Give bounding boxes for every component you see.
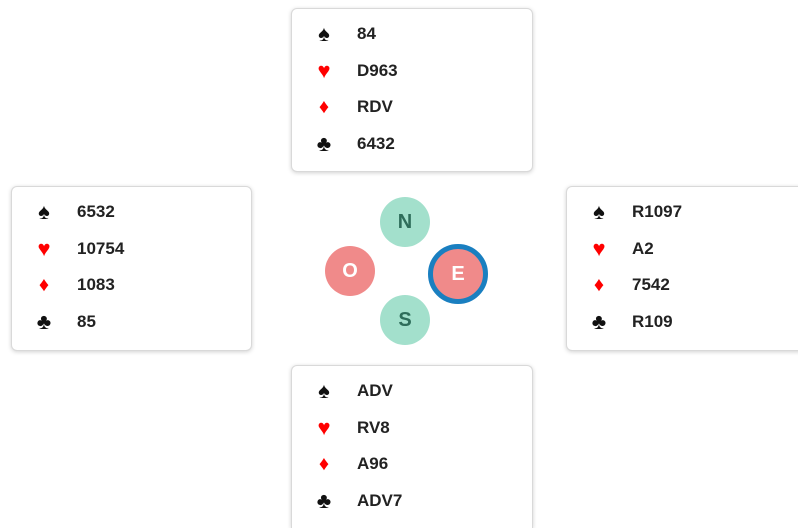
west-spades: 6532 (77, 202, 115, 221)
club-icon: ♣ (36, 309, 52, 334)
heart-icon: ♥ (37, 236, 51, 261)
seat-west-button[interactable]: O (325, 246, 375, 296)
south-clubs: ADV7 (357, 491, 403, 510)
hand-north: ♠ 84 ♥ D963 ♦ RDV ♣ 6432 (291, 8, 533, 172)
west-clubs: 85 (77, 312, 96, 331)
spade-icon: ♠ (593, 199, 605, 224)
diamond-icon: ♦ (318, 453, 330, 475)
east-spades: R1097 (632, 202, 683, 221)
spade-icon: ♠ (38, 199, 50, 224)
north-diamonds: RDV (357, 97, 393, 116)
hand-west: ♠ 6532 ♥ 10754 ♦ 1083 ♣ 85 (11, 186, 252, 351)
diamond-icon: ♦ (38, 274, 50, 296)
spade-icon: ♠ (318, 21, 330, 46)
club-icon: ♣ (316, 131, 332, 156)
seat-south-button[interactable]: S (380, 295, 430, 345)
heart-icon: ♥ (317, 415, 331, 440)
east-clubs: R109 (632, 312, 673, 331)
south-spades: ADV (357, 381, 393, 400)
seat-north-button[interactable]: N (380, 197, 430, 247)
diamond-icon: ♦ (318, 96, 330, 118)
heart-icon: ♥ (592, 236, 606, 261)
spade-icon: ♠ (318, 378, 330, 403)
north-clubs: 6432 (357, 134, 395, 153)
south-hearts: RV8 (357, 418, 390, 437)
north-spades: 84 (357, 24, 376, 43)
seat-east-button[interactable]: E (428, 244, 488, 304)
club-icon: ♣ (316, 488, 332, 513)
club-icon: ♣ (591, 309, 607, 334)
north-hearts: D963 (357, 61, 398, 80)
hand-east: ♠ R1097 ♥ A2 ♦ 7542 ♣ R109 (566, 186, 798, 351)
diamond-icon: ♦ (593, 274, 605, 296)
east-hearts: A2 (632, 239, 654, 258)
east-diamonds: 7542 (632, 275, 670, 294)
south-diamonds: A96 (357, 454, 389, 473)
hand-south: ♠ ADV ♥ RV8 ♦ A96 ♣ ADV7 (291, 365, 533, 528)
west-diamonds: 1083 (77, 275, 115, 294)
west-hearts: 10754 (77, 239, 125, 258)
heart-icon: ♥ (317, 58, 331, 83)
